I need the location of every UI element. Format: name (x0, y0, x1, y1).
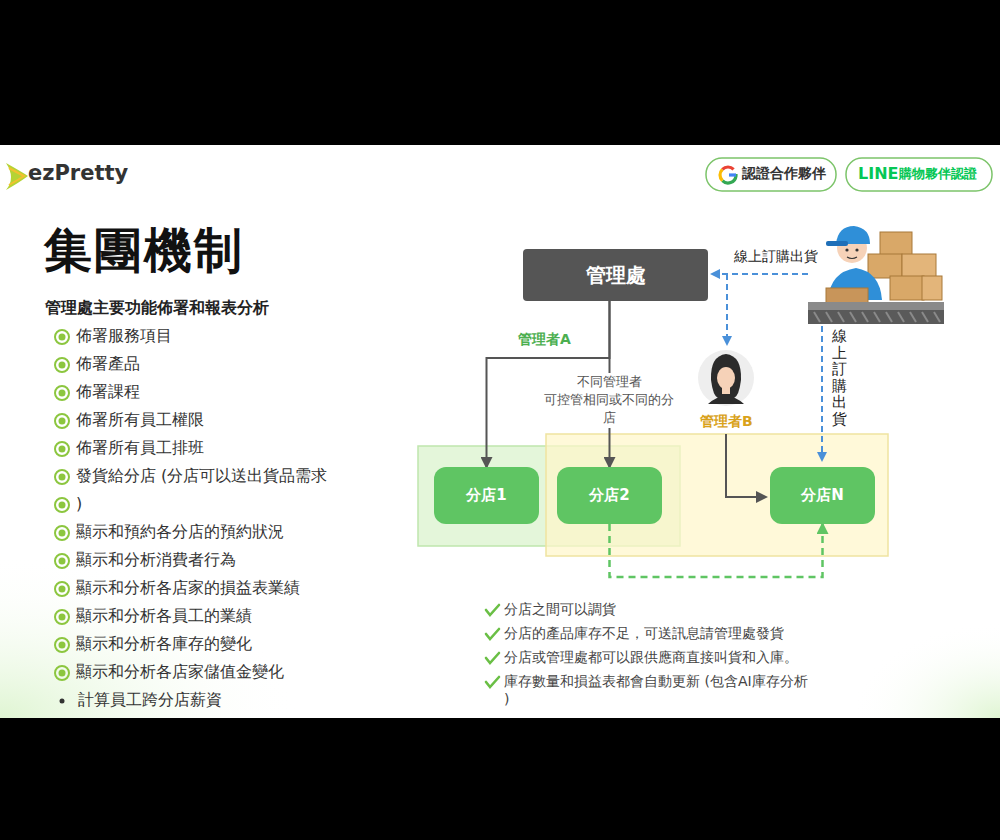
feature-item: 顯示和預約各分店的預約狀況 (76, 522, 284, 542)
badge-pill (846, 158, 992, 191)
bullet-icon (59, 446, 66, 453)
badge-text: LINE (858, 164, 898, 184)
bullet-icon (55, 386, 69, 400)
belt-stroke (838, 312, 844, 322)
belt-stroke (886, 312, 892, 322)
bullet-icon (59, 474, 66, 481)
bullet-icon (55, 442, 69, 456)
bullet-icon (55, 666, 69, 680)
order-flow-line (821, 326, 823, 460)
bullet-icon (55, 554, 69, 568)
belt-stroke (814, 312, 820, 322)
office-box: 管理處 (523, 249, 708, 301)
branch-box: 分店1 (434, 467, 539, 524)
belt-stroke (922, 312, 928, 322)
bullet-icon (59, 586, 66, 593)
bullet-icon (59, 334, 66, 341)
bullet-icon (55, 498, 69, 512)
bullet-icon (55, 610, 69, 624)
google-icon (720, 167, 736, 183)
feature-item: 佈署課程 (76, 382, 140, 402)
check-mark (486, 605, 499, 615)
feature-item: 顯示和分析各庫存的變化 (76, 634, 252, 654)
check-mark (486, 677, 499, 687)
bullet-icon (55, 470, 69, 484)
subtitle: 管理處主要功能佈署和報表分析 (45, 298, 269, 318)
flow-label: 線上訂購出貨 (732, 248, 820, 266)
box-text: 分店1 (466, 486, 506, 505)
bullet-icon (55, 526, 69, 540)
slide-title: 集團機制 (44, 220, 244, 280)
branch-box: 分店2 (557, 467, 662, 524)
check-mark (486, 629, 499, 639)
feature-item: 佈署所有員工排班 (76, 438, 204, 458)
check-item: 分店的產品庫存不足，可送訊息請管理處發貨 (504, 625, 784, 643)
feature-item: 佈署產品 (76, 354, 140, 374)
check-item: 分店或管理處都可以跟供應商直接叫貨和入庫。 (504, 649, 798, 667)
supplier-illustration (808, 226, 944, 324)
bullet-icon (59, 642, 66, 649)
feature-item: 發貨給分店 (分店可以送出貨品需求 (76, 466, 327, 486)
box-text: 分店2 (589, 486, 629, 505)
manager-link-line (726, 434, 766, 497)
badge-text: 購物夥伴認證 (899, 166, 977, 182)
feature-item: 顯示和分析各店家儲值金變化 (76, 662, 284, 682)
check-item: 庫存數量和損益表都會自動更新 (包含AI庫存分析 ) (504, 673, 813, 708)
badge-text: 認證合作夥伴 (742, 165, 826, 183)
badge-pill (706, 158, 836, 191)
group-region (546, 434, 888, 556)
feature-item: 佈署服務項目 (76, 326, 172, 346)
belt-stroke (898, 312, 904, 322)
bullet-icon (55, 582, 69, 596)
manager-label: 管理者A (518, 331, 571, 349)
feature-item: 顯示和分析各員工的業績 (76, 606, 252, 626)
bullet-icon (59, 614, 66, 621)
check-mark (486, 653, 499, 663)
bullet-icon (55, 414, 69, 428)
bullet-icon (59, 390, 66, 397)
feature-item: 計算員工跨分店薪資 (78, 690, 222, 710)
bullet-icon (59, 418, 66, 425)
belt-stroke (934, 312, 940, 322)
belt-stroke (850, 312, 856, 322)
bullet-icon (59, 670, 66, 677)
feature-item: ) (76, 494, 82, 514)
belt-stroke (874, 312, 880, 322)
bullet-icon (59, 530, 66, 537)
note-text: 不同管理者 可控管相同或不同的分 店 (539, 373, 679, 428)
logo-icon (6, 163, 28, 190)
bullet-icon (59, 558, 66, 565)
bullet-icon (55, 330, 69, 344)
manager-label: 管理者B (700, 413, 753, 431)
belt-stroke (826, 312, 832, 322)
bullet-icon (59, 502, 66, 509)
feature-item: 顯示和分析各店家的損益表業績 (76, 578, 300, 598)
feature-item: 顯示和分析消費者行為 (76, 550, 236, 570)
bullet-dot (60, 699, 65, 704)
manager-avatar (698, 350, 754, 406)
order-flow-line (726, 274, 728, 344)
belt-stroke (862, 312, 868, 322)
check-item: 分店之間可以調貨 (504, 601, 616, 619)
transfer-connector (610, 524, 823, 577)
box-text: 管理處 (586, 262, 646, 289)
bullet-icon (55, 638, 69, 652)
box-text: 分店N (801, 486, 844, 505)
bullet-icon (59, 362, 66, 369)
logo-text: ezPretty (28, 160, 128, 186)
belt-stroke (910, 312, 916, 322)
feature-item: 佈署所有員工權限 (76, 410, 204, 430)
flow-label-vertical: 線上訂購出貨 (832, 328, 847, 427)
branch-box: 分店N (770, 467, 875, 524)
bullet-icon (55, 358, 69, 372)
